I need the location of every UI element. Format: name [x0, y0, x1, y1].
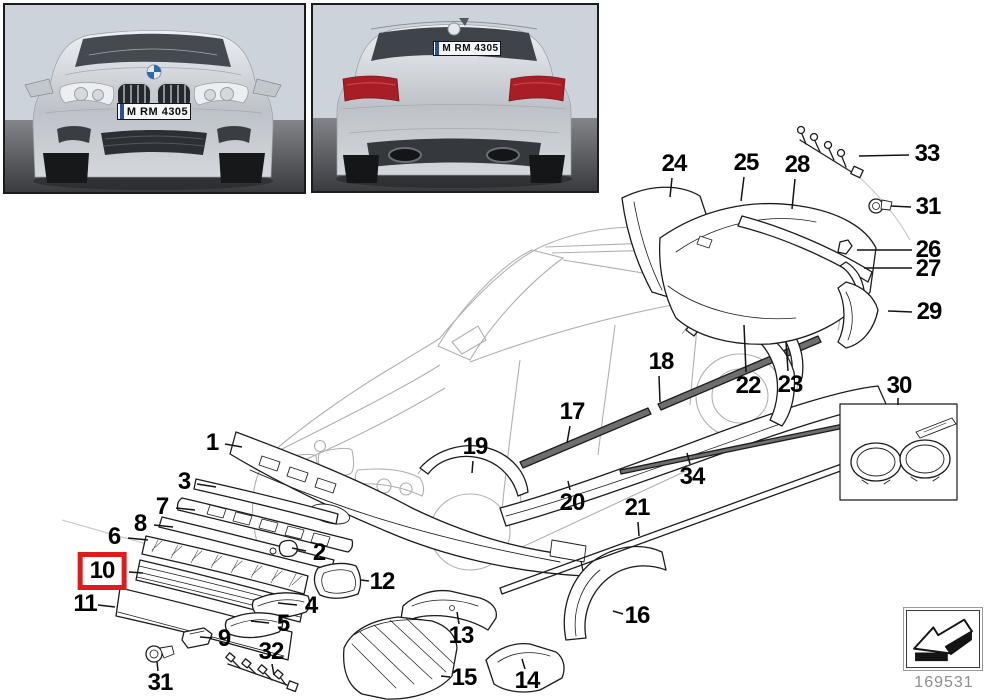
front-view-car-art	[5, 5, 304, 192]
callout-24[interactable]: 24	[661, 150, 688, 177]
callout-21[interactable]: 21	[624, 494, 651, 521]
callout-15[interactable]: 15	[451, 664, 478, 691]
callout-17[interactable]: 17	[559, 398, 586, 425]
callout-30[interactable]: 30	[886, 372, 913, 399]
callout-31[interactable]: 31	[915, 193, 942, 220]
direction-stamp-box	[903, 607, 983, 671]
callout-19[interactable]: 19	[462, 433, 489, 460]
part-7-trim-strip	[176, 497, 354, 553]
callout-12[interactable]: 12	[369, 568, 396, 595]
callout-22[interactable]: 22	[735, 372, 762, 399]
part-32-wiring-harness	[225, 652, 299, 693]
rear-view-car-art	[313, 5, 597, 191]
callout-25[interactable]: 25	[733, 149, 760, 176]
callout-9[interactable]: 9	[217, 625, 231, 652]
front-view-photo: M RM 4305	[3, 3, 306, 194]
direction-arrow-icon	[913, 618, 973, 662]
part-12-fog-trim	[313, 562, 362, 599]
part-5-grille-insert	[224, 612, 284, 639]
callout-26[interactable]: 26	[915, 236, 942, 263]
part-31-pdc-sensor-rear	[868, 198, 893, 214]
part-3-grille-strip	[193, 478, 339, 525]
callout-3[interactable]: 3	[177, 468, 191, 495]
callout-20[interactable]: 20	[559, 489, 586, 516]
callout-27[interactable]: 27	[915, 255, 942, 282]
part-9-bracket	[181, 627, 213, 649]
part-16-wheel-arch-liner	[563, 545, 667, 641]
callout-5[interactable]: 5	[276, 610, 290, 637]
part-13-air-duct	[399, 589, 498, 631]
callout-14[interactable]: 14	[514, 667, 541, 694]
callout-23[interactable]: 23	[777, 371, 804, 398]
license-plate-rear: M RM 4305	[433, 41, 501, 56]
callout-7[interactable]: 7	[155, 493, 169, 520]
callout-8[interactable]: 8	[133, 510, 147, 537]
callout-6[interactable]: 6	[107, 523, 121, 550]
part-15-underbody-shield	[342, 616, 458, 700]
part-17-door-molding	[519, 407, 652, 469]
direction-stamp-inner	[906, 610, 980, 668]
callout-18[interactable]: 18	[648, 348, 675, 375]
part-28-rear-trim-strip	[737, 215, 873, 283]
callout-16[interactable]: 16	[624, 602, 651, 629]
callout-29[interactable]: 29	[916, 298, 943, 325]
part-21-sill-strip	[499, 449, 883, 595]
part-4-grille-insert	[251, 592, 311, 619]
part-19-front-arch-trim	[419, 445, 529, 497]
callout-1[interactable]: 1	[205, 429, 219, 456]
euro-band-icon	[435, 42, 440, 55]
callout-2[interactable]: 2	[312, 539, 326, 566]
license-plate-rear-text: M RM 4305	[442, 43, 499, 54]
part-1-front-bumper	[229, 431, 587, 577]
part-2-tow-hook-cap	[269, 539, 298, 558]
callout-28[interactable]: 28	[784, 151, 811, 178]
rear-view-photo: M RM 4305	[311, 3, 599, 193]
callout-10[interactable]: 10	[77, 552, 127, 590]
license-plate-front-text: M RM 4305	[126, 105, 189, 118]
part-33-wiring-harness-rear	[796, 125, 864, 179]
callout-13[interactable]: 13	[448, 622, 475, 649]
license-plate-front: M RM 4305	[117, 103, 191, 120]
leader-lines	[97, 154, 913, 678]
part-31-pdc-sensor-front	[145, 645, 175, 663]
euro-band-icon	[119, 104, 124, 119]
part-6-mesh-grille	[141, 535, 309, 595]
callout-34[interactable]: 34	[679, 463, 706, 490]
callout-11[interactable]: 11	[73, 590, 97, 617]
part-26-clip	[837, 239, 853, 255]
callout-4[interactable]: 4	[304, 592, 318, 619]
part-23-arch-liner-piece	[749, 329, 796, 427]
drawing-number: 169531	[914, 674, 974, 691]
callout-33[interactable]: 33	[914, 140, 941, 167]
part-30-exhaust-trim-kit	[839, 403, 958, 501]
callout-32[interactable]: 32	[258, 638, 285, 665]
part-29-splash-flap	[837, 281, 879, 349]
callout-31[interactable]: 31	[147, 669, 174, 696]
